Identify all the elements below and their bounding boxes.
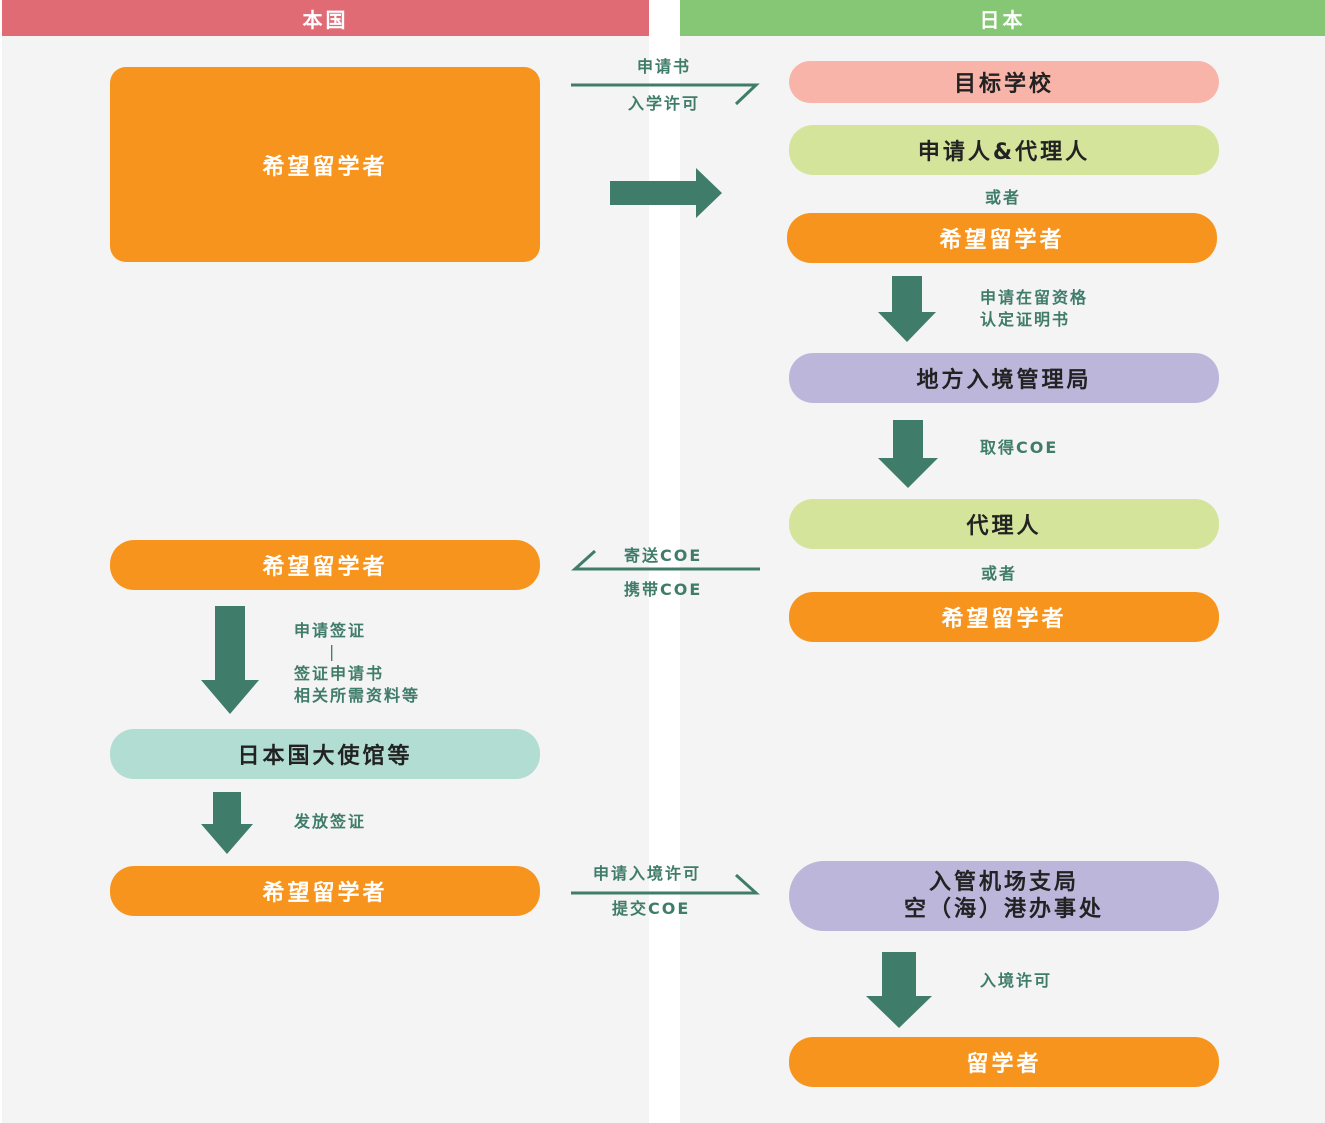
or-label-2: 或者 <box>981 564 1018 583</box>
visa-apply-separator: | <box>329 642 337 661</box>
embassy-box: 日本国大使馆等 <box>110 729 540 779</box>
move-right-arrow-icon <box>610 168 722 218</box>
submit-coe-label: 提交COE <box>612 899 691 918</box>
coe-apply-down-arrow-icon <box>878 276 936 342</box>
coe-apply-label-1: 申请在留资格 <box>980 288 1089 307</box>
japan-applicant-box-2: 希望留学者 <box>789 592 1219 642</box>
entry-apply-arrow-icon <box>571 873 760 895</box>
or-label-1: 或者 <box>985 188 1022 207</box>
home-applicant-depart-box: 希望留学者 <box>110 866 540 916</box>
application-exchange-arrow-icon <box>571 83 760 106</box>
issue-visa-label: 发放签证 <box>294 812 367 831</box>
admission-permit-label: 入学许可 <box>628 94 701 113</box>
carry-coe-label: 携带COE <box>624 580 703 599</box>
home-applicant-receive-box: 希望留学者 <box>110 540 540 590</box>
application-form-label: 申请书 <box>637 57 692 76</box>
visa-apply-label: 申请签证 <box>294 621 367 640</box>
coe-apply-label-2: 认定证明书 <box>980 310 1071 329</box>
target-school-box: 目标学校 <box>789 61 1219 103</box>
immigration-bureau-box: 地方入境管理局 <box>789 353 1219 403</box>
japan-applicant-box-1: 希望留学者 <box>787 213 1217 263</box>
home-applicant-box: 希望留学者 <box>110 67 540 262</box>
airport-office-line-1: 入管机场支局 <box>928 870 1079 895</box>
visa-documents-label: 相关所需资料等 <box>294 686 421 705</box>
japan-header: 日本 <box>680 0 1325 36</box>
entry-permit-label: 入境许可 <box>980 971 1053 990</box>
student-box: 留学者 <box>789 1037 1219 1087</box>
applicant-agent-box: 申请人&代理人 <box>789 125 1219 175</box>
entry-permit-down-arrow-icon <box>866 952 932 1028</box>
get-coe-down-arrow-icon <box>878 420 938 488</box>
visa-apply-down-arrow-icon <box>201 606 259 714</box>
visa-form-label: 签证申请书 <box>294 664 385 683</box>
airport-office-box: 入管机场支局 空（海）港办事处 <box>789 861 1219 931</box>
airport-office-line-2: 空（海）港办事处 <box>903 897 1104 922</box>
agent-box: 代理人 <box>789 499 1219 549</box>
home-header: 本国 <box>2 0 649 36</box>
coe-return-arrow-icon <box>571 549 760 571</box>
get-coe-label: 取得COE <box>980 438 1059 457</box>
apply-entry-label: 申请入境许可 <box>593 864 702 883</box>
send-coe-label: 寄送COE <box>624 546 703 565</box>
issue-visa-down-arrow-icon <box>201 792 253 854</box>
